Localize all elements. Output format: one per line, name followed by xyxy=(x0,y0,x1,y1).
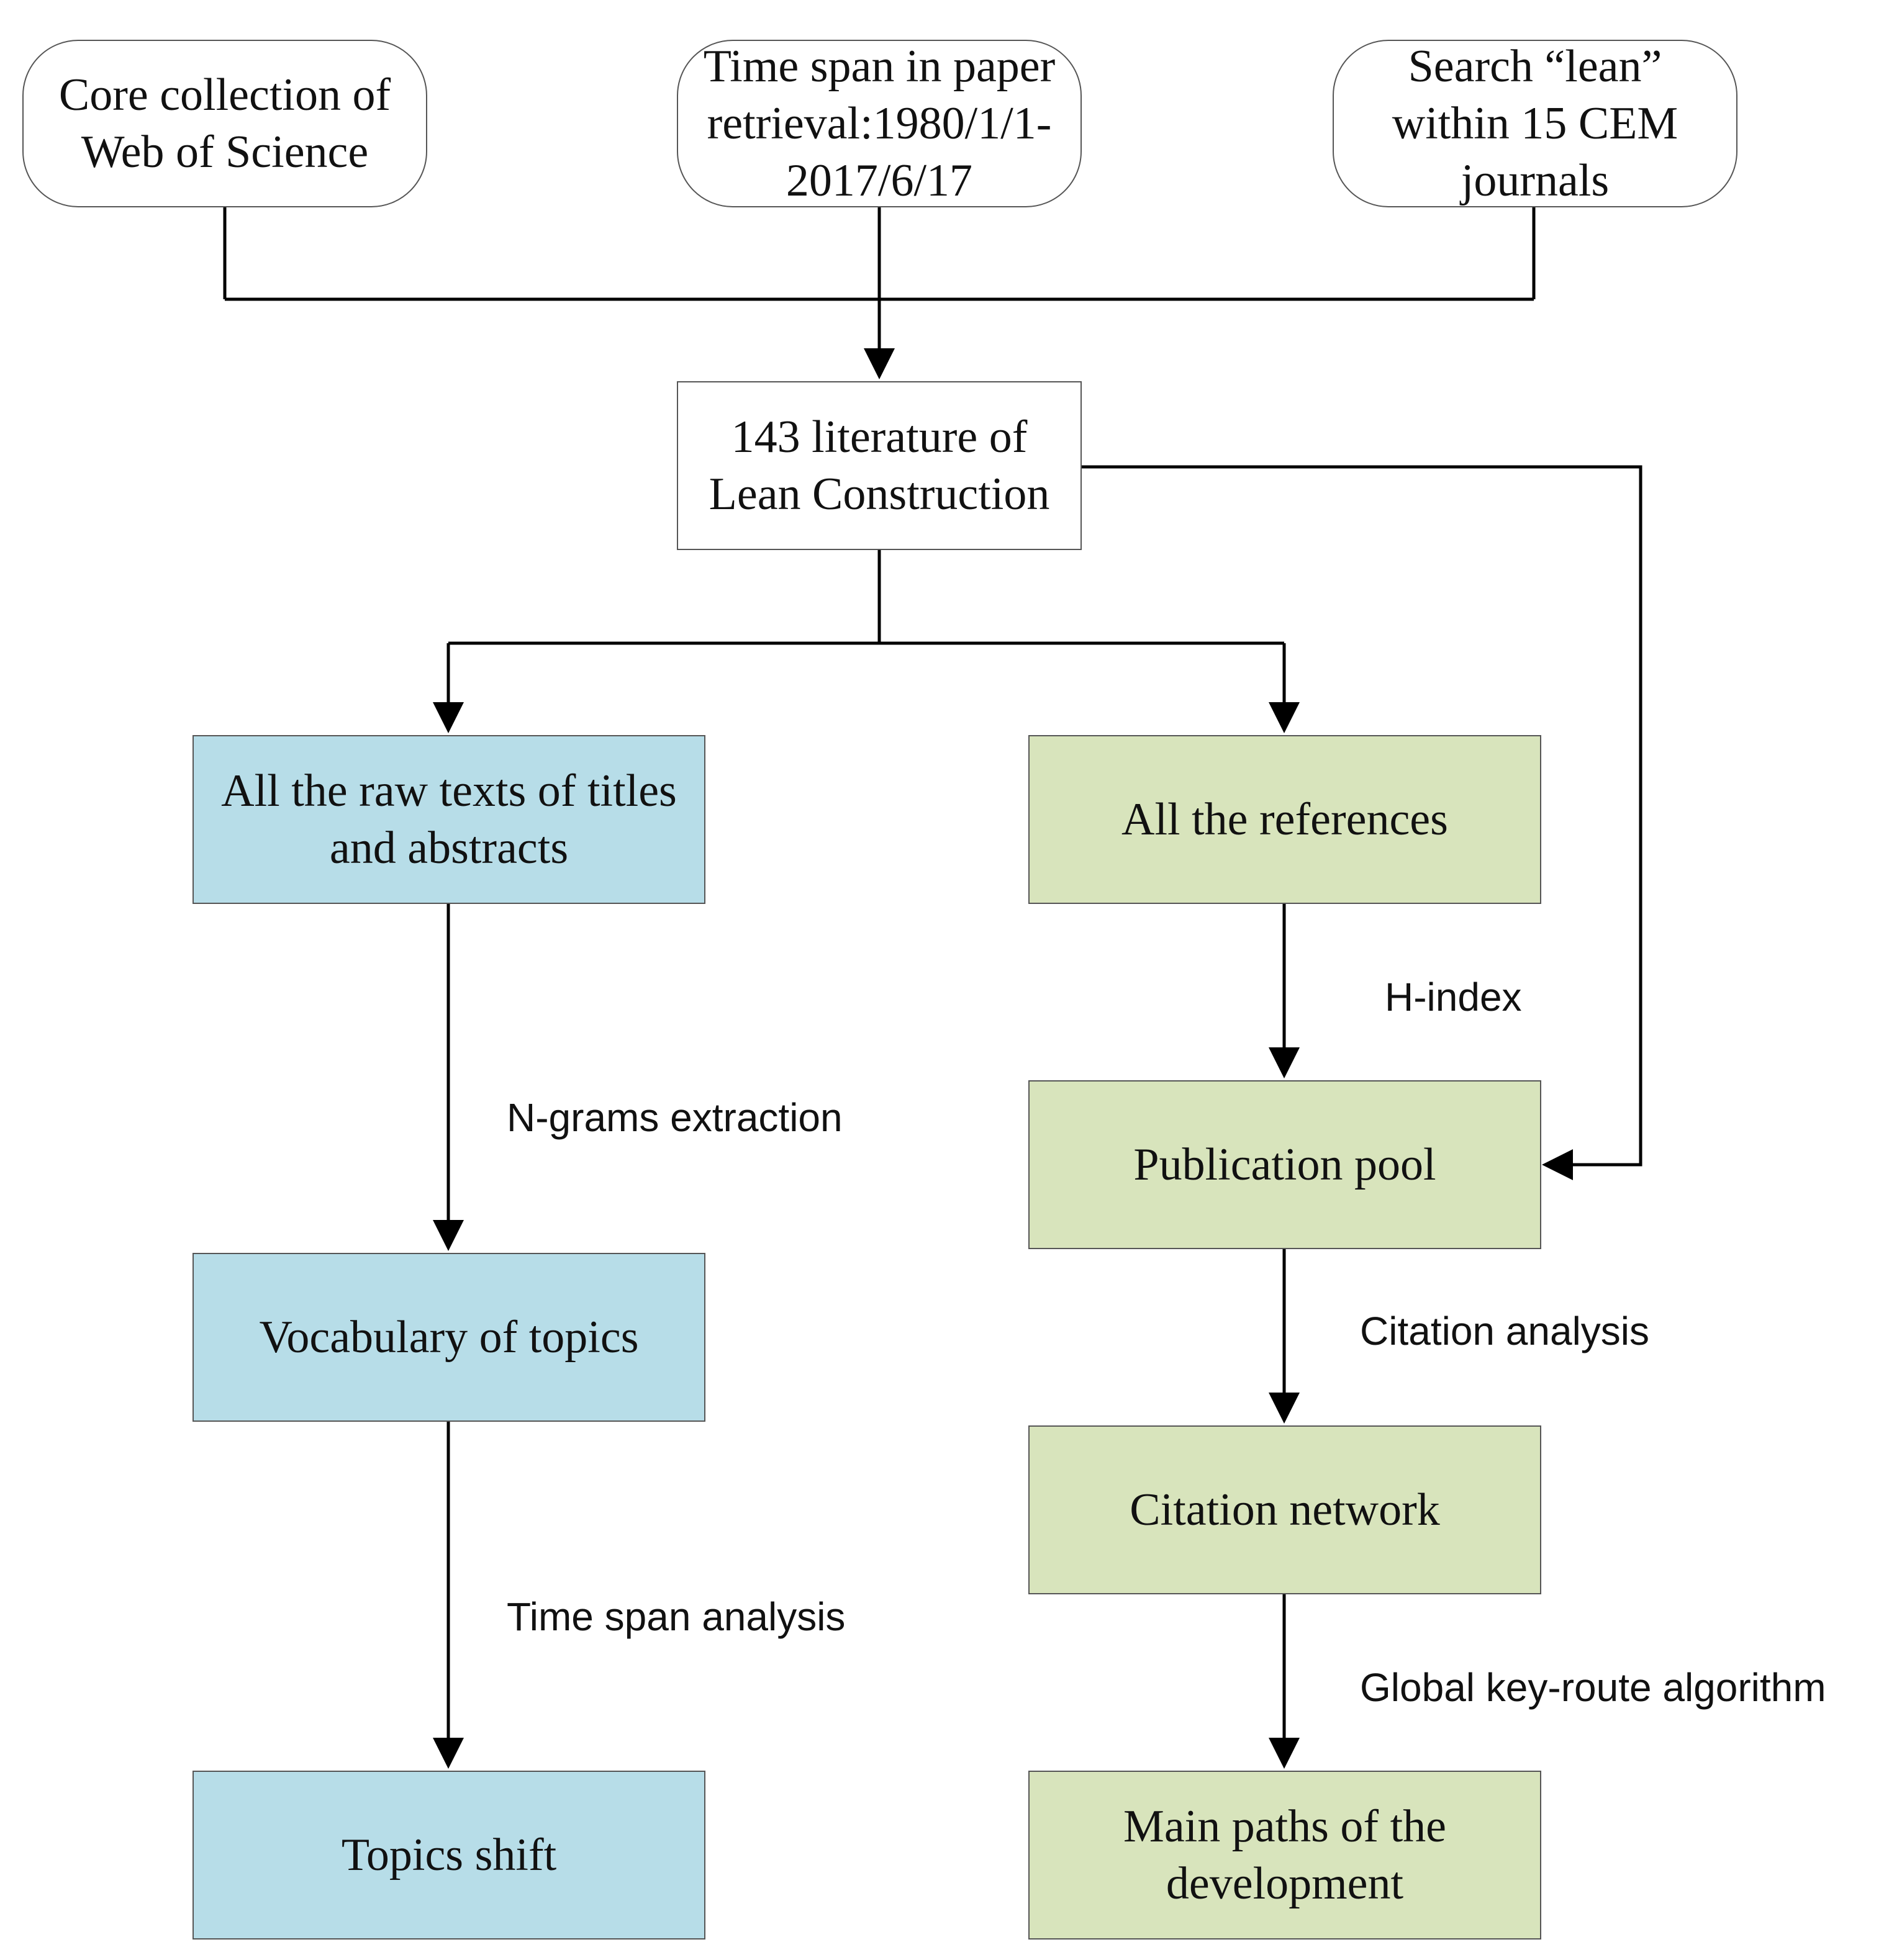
node-references: All the references xyxy=(1028,735,1541,904)
node-citation-network: Citation network xyxy=(1028,1425,1541,1594)
edge-label-h-index: H-index xyxy=(1385,975,1522,1019)
node-time-span-retrieval-label: Time span in paper retrieval:1980/1/1- 2… xyxy=(703,41,1056,206)
node-literature-143: 143 literature of Lean Construction xyxy=(677,381,1082,550)
edge-label-global-key-route: Global key-route algorithm xyxy=(1360,1665,1826,1710)
node-search-lean: Search “lean” within 15 CEM journals xyxy=(1333,40,1737,207)
edge-label-ngrams: N-grams extraction xyxy=(507,1095,843,1140)
node-vocabulary: Vocabulary of topics xyxy=(193,1253,705,1422)
node-literature-143-label: 143 literature of Lean Construction xyxy=(709,412,1050,520)
node-raw-texts: All the raw texts of titles and abstract… xyxy=(193,735,705,904)
edge-label-citation-analysis: Citation analysis xyxy=(1360,1309,1649,1353)
node-core-collection: Core collection of Web of Science xyxy=(22,40,427,207)
node-search-lean-label: Search “lean” within 15 CEM journals xyxy=(1392,41,1678,206)
node-references-label: All the references xyxy=(1121,794,1448,845)
arrow-literature-to-publication-pool xyxy=(1082,465,1642,1180)
node-topics-shift-label: Topics shift xyxy=(341,1830,557,1881)
node-main-paths: Main paths of the development xyxy=(1028,1771,1541,1940)
node-raw-texts-label: All the raw texts of titles and abstract… xyxy=(221,765,677,874)
node-time-span-retrieval: Time span in paper retrieval:1980/1/1- 2… xyxy=(677,40,1082,207)
node-vocabulary-label: Vocabulary of topics xyxy=(259,1312,639,1363)
node-publication-pool: Publication pool xyxy=(1028,1080,1541,1249)
node-publication-pool-label: Publication pool xyxy=(1133,1139,1436,1190)
node-core-collection-label: Core collection of Web of Science xyxy=(58,70,391,178)
node-main-paths-label: Main paths of the development xyxy=(1123,1801,1446,1909)
node-topics-shift: Topics shift xyxy=(193,1771,705,1940)
edge-label-time-span-analysis: Time span analysis xyxy=(507,1594,846,1639)
node-citation-network-label: Citation network xyxy=(1130,1484,1440,1535)
